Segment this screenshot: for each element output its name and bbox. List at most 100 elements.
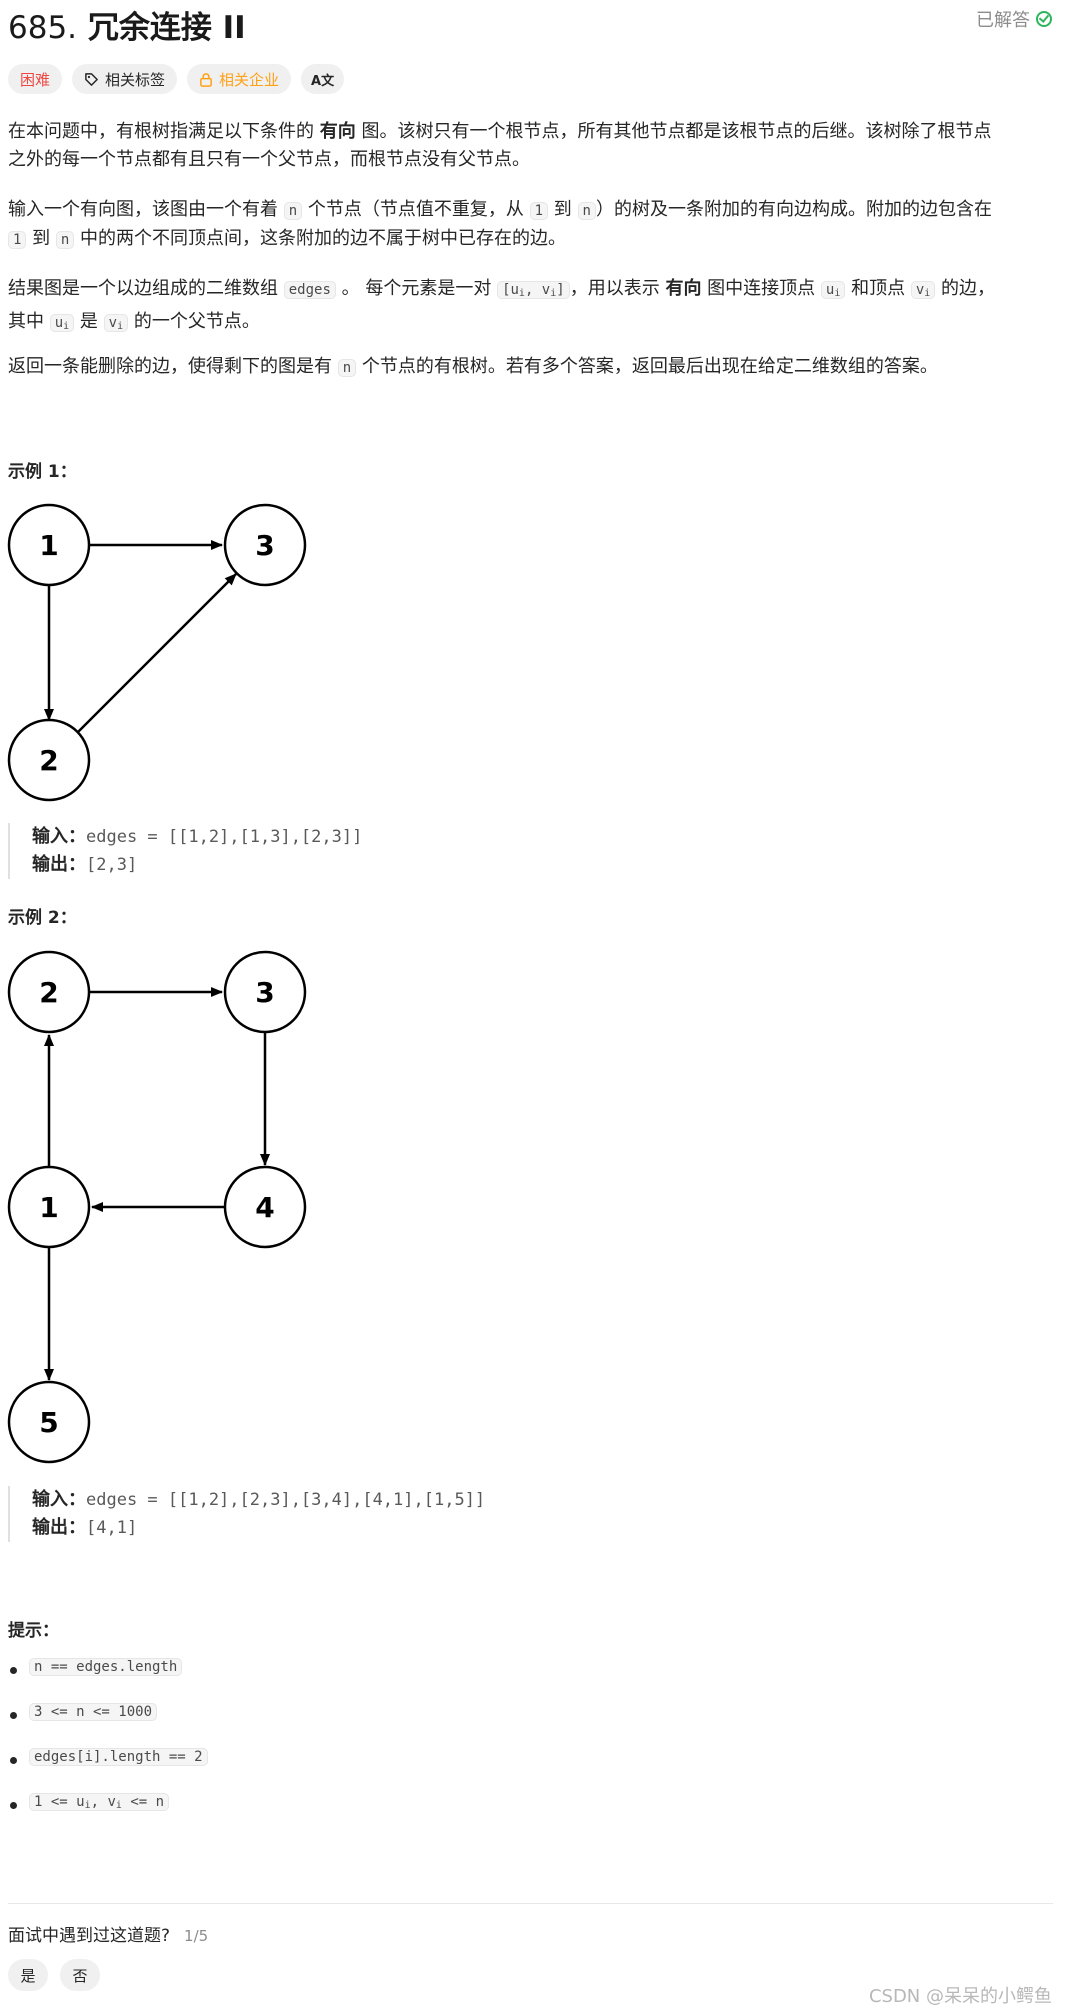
inline-code: n == edges.length [29, 1658, 183, 1676]
subscript: i [84, 1800, 91, 1811]
text: 到 [548, 199, 578, 220]
example-1-heading: 示例 1： [8, 462, 77, 482]
translate-icon: A文 [311, 73, 335, 89]
no-button[interactable]: 否 [60, 1959, 100, 1991]
text: 是 [74, 311, 104, 332]
text: 的边， [935, 278, 996, 299]
inline-code: 3 <= n <= 1000 [29, 1703, 158, 1721]
subscript: i [924, 288, 931, 299]
node-label: 2 [39, 976, 58, 1009]
example-1-graph: 1 3 2 [7, 503, 307, 802]
description-paragraph-1: 在本问题中，有根树指满足以下条件的 有向 图。该树只有一个根节点，所有其他节点都… [8, 118, 1048, 174]
solved-label: 已解答 [976, 10, 1030, 31]
input-value: edges = [[1,2],[1,3],[2,3]] [86, 827, 363, 847]
inline-code: ui [49, 314, 75, 332]
description-paragraph-2: 输入一个有向图，该图由一个有着 n 个节点（节点值不重复，从 1 到 n）的树及… [8, 196, 1048, 254]
node-label: 1 [39, 529, 58, 562]
list-item: 3 <= n <= 1000 [8, 1701, 208, 1746]
subscript: i [550, 288, 557, 299]
code-part: u [54, 315, 64, 331]
graph-node: 1 [7, 1165, 91, 1249]
input-label: 输入： [32, 1489, 86, 1510]
example-2-graph: 2 3 1 4 5 [7, 950, 307, 1464]
code-part: <= n [121, 1794, 165, 1810]
graph-node: 4 [223, 1165, 307, 1249]
graph-node: 1 [7, 503, 91, 587]
text: 之外的每一个节点都有且只有一个父节点，而根节点没有父节点。 [8, 149, 530, 170]
example-2-io: 输入：edges = [[1,2],[2,3],[3,4],[4,1],[1,5… [8, 1486, 485, 1542]
inline-code: vi [910, 281, 936, 299]
output-label: 输出： [32, 854, 86, 875]
yes-button[interactable]: 是 [8, 1959, 48, 1991]
topics-tag-button[interactable]: 相关标签 [72, 64, 178, 94]
list-item: n == edges.length [8, 1656, 208, 1701]
node-label: 3 [255, 529, 274, 562]
interview-question: 面试中遇到过这道题? 1/5 [8, 1921, 208, 1946]
code-part: 1 <= u [34, 1794, 85, 1810]
companies-tag-button[interactable]: 相关企业 [187, 64, 292, 94]
edge-2-3 [77, 573, 237, 733]
code-part: , v [524, 282, 551, 298]
subscript: i [117, 321, 124, 332]
translate-button[interactable]: A文 [301, 64, 345, 94]
inline-code: [ui, vi] [497, 281, 570, 299]
text: 。 每个元素是一对 [335, 278, 498, 299]
inline-code: n [283, 202, 303, 220]
tag-bar: 困难 相关标签 相关企业 A文 [8, 64, 345, 94]
companies-label: 相关企业 [219, 70, 280, 89]
text: 其中 [8, 311, 50, 332]
interview-question-text: 面试中遇到过这道题? [8, 1926, 171, 1946]
inline-code: ui [820, 281, 846, 299]
text: ）的树及一条附加的有向边构成。附加的边包含在 [595, 199, 992, 220]
bold-text: 有向 [319, 121, 356, 142]
bold-text: 有向 [665, 278, 702, 299]
tag-icon [84, 72, 99, 87]
output-label: 输出： [32, 1517, 86, 1538]
output-value: [4,1] [86, 1518, 138, 1538]
graph-node: 5 [7, 1380, 91, 1464]
example-1-io: 输入：edges = [[1,2],[1,3],[2,3]] 输出：[2,3] [8, 823, 362, 879]
node-label: 1 [39, 1191, 58, 1224]
list-item: 1 <= ui, vi <= n [8, 1791, 208, 1836]
inline-code: 1 <= ui, vi <= n [29, 1793, 170, 1811]
code-part: u [825, 282, 835, 298]
text: 到 [26, 228, 56, 249]
subscript: i [115, 1800, 122, 1811]
subscript: i [63, 321, 70, 332]
text: 和顶点 [845, 278, 911, 299]
description-paragraph-4: 返回一条能删除的边，使得剩下的图是有 n 个节点的有根树。若有多个答案，返回最后… [8, 353, 1048, 382]
watermark: CSDN @呆呆的小鳄鱼 [868, 1986, 1052, 2007]
graph-node: 3 [223, 950, 307, 1034]
difficulty-label: 困难 [20, 70, 51, 89]
subscript: i [834, 288, 841, 299]
input-value: edges = [[1,2],[2,3],[3,4],[4,1],[1,5]] [86, 1490, 486, 1510]
code-part: v [915, 282, 925, 298]
text: 返回一条能删除的边，使得剩下的图是有 [8, 356, 338, 377]
node-label: 2 [39, 744, 58, 777]
code-part: v [108, 315, 118, 331]
check-circle-icon [1036, 11, 1052, 27]
interview-count: 1/5 [184, 1927, 209, 1945]
graph-node: 2 [7, 950, 91, 1034]
problem-title: 685. 冗余连接 II [8, 2, 246, 47]
lock-icon [199, 72, 213, 87]
inline-code: vi [103, 314, 129, 332]
inline-code: n [337, 359, 357, 377]
output-value: [2,3] [86, 855, 138, 875]
graph-node: 3 [223, 503, 307, 587]
description-paragraph-3: 结果图是一个以边组成的二维数组 edges 。 每个元素是一对 [ui, vi]… [8, 275, 1048, 341]
inline-code: 1 [529, 202, 549, 220]
text: 结果图是一个以边组成的二维数组 [8, 278, 284, 299]
code-part: ] [556, 282, 565, 298]
list-item: edges[i].length == 2 [8, 1746, 208, 1791]
topics-label: 相关标签 [105, 70, 166, 89]
text: 图。该树只有一个根节点，所有其他节点都是该根节点的后继。该树除了根节点 [355, 121, 992, 142]
node-label: 4 [255, 1191, 274, 1224]
hints-list: n == edges.length 3 <= n <= 1000 edges[i… [8, 1656, 208, 1836]
code-part: [u [502, 282, 519, 298]
difficulty-badge[interactable]: 困难 [8, 64, 63, 94]
inline-code: edges[i].length == 2 [29, 1748, 208, 1766]
text: 个节点的有根树。若有多个答案，返回最后出现在给定二维数组的答案。 [356, 356, 938, 377]
text: 个节点（节点值不重复，从 [302, 199, 530, 220]
subscript: i [518, 288, 525, 299]
